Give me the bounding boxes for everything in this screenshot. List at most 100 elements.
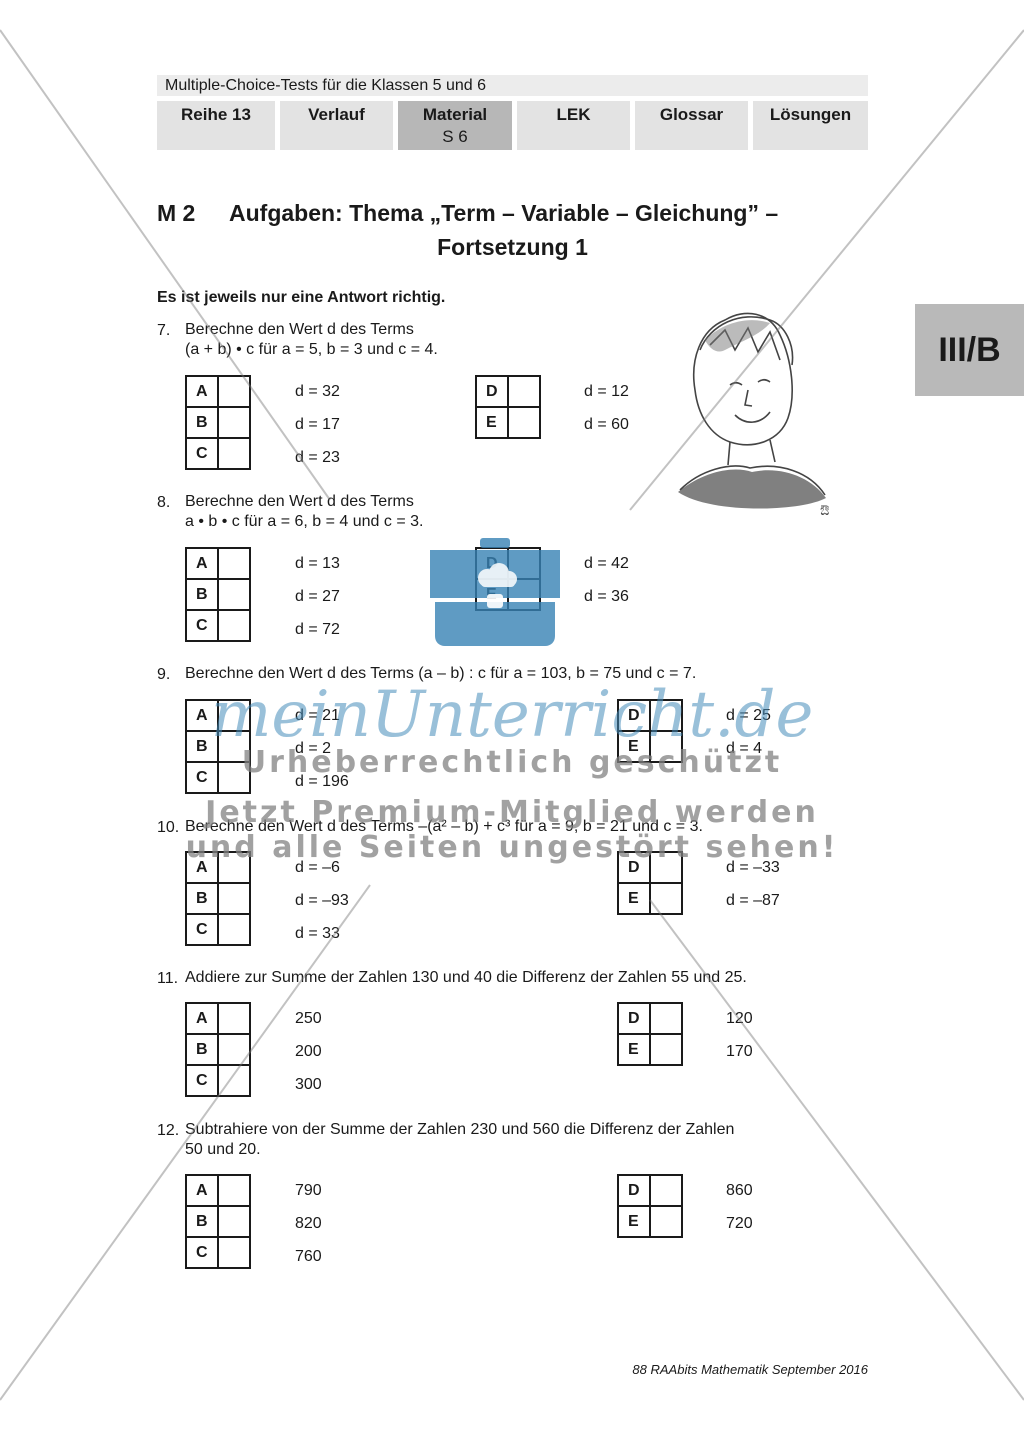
question-10-number: 10. — [157, 819, 180, 836]
option-8-c: d = 72 — [295, 621, 340, 638]
option-10-c: d = 33 — [295, 925, 340, 942]
checkbox-12-d[interactable] — [649, 1174, 683, 1207]
option-12-d: 860 — [726, 1182, 753, 1199]
checkbox-10-d[interactable] — [649, 851, 683, 884]
checkbox-12-e[interactable] — [649, 1205, 683, 1238]
checkbox-7-c[interactable] — [217, 437, 251, 470]
tab-material-page: S 6 — [442, 127, 468, 146]
checkbox-11-b[interactable] — [217, 1033, 251, 1066]
checkbox-7-d[interactable] — [507, 375, 541, 408]
checkbox-8-a[interactable] — [217, 547, 251, 580]
checkbox-9-d[interactable] — [649, 699, 683, 732]
question-10-text: Berechne den Wert d des Terms –(a² – b) … — [185, 818, 703, 835]
tab-glossar[interactable]: Glossar — [635, 101, 748, 150]
answer-grid-7-left: A B C — [185, 375, 251, 470]
question-11-number: 11. — [157, 970, 179, 987]
option-9-b: d = 2 — [295, 740, 332, 757]
option-9-a: d = 21 — [295, 707, 340, 724]
option-11-d: 120 — [726, 1010, 753, 1027]
question-12-text: Subtrahiere von der Summe der Zahlen 230… — [185, 1121, 735, 1158]
answer-grid-7-right: D E — [475, 375, 541, 439]
watermark-unlock: und alle Seiten ungestört sehen! — [185, 830, 839, 865]
title-line-1: Aufgaben: Thema „Term – Variable – Gleic… — [229, 200, 779, 226]
answer-grid-11-left: A B C — [185, 1002, 251, 1097]
tab-loesungen[interactable]: Lösungen — [753, 101, 868, 150]
question-9-number: 9. — [157, 666, 171, 683]
checkbox-8-b[interactable] — [217, 578, 251, 611]
checkbox-11-d[interactable] — [649, 1002, 683, 1035]
svg-text:ಔ: ಔ — [820, 503, 830, 519]
watermark-premium: Jetzt Premium-Mitglied werden — [205, 795, 819, 830]
question-11-text: Addiere zur Summe der Zahlen 130 und 40 … — [185, 969, 747, 986]
checkbox-12-b[interactable] — [217, 1205, 251, 1238]
option-12-c: 760 — [295, 1248, 322, 1265]
checkbox-10-e[interactable] — [649, 882, 683, 915]
question-7-number: 7. — [157, 322, 171, 339]
option-9-c: d = 196 — [295, 773, 349, 790]
option-10-b: d = –93 — [295, 892, 349, 909]
option-9-e: d = 4 — [726, 740, 763, 757]
option-9-d: d = 25 — [726, 707, 771, 724]
checkbox-7-e[interactable] — [507, 406, 541, 439]
question-8-number: 8. — [157, 494, 171, 511]
option-8-a: d = 13 — [295, 555, 340, 572]
question-7-text: Berechne den Wert d des Terms (a + b) • … — [185, 321, 438, 358]
answer-grid-9-left: A B C — [185, 699, 251, 794]
checkbox-11-c[interactable] — [217, 1064, 251, 1097]
tab-verlauf[interactable]: Verlauf — [280, 101, 393, 150]
checkbox-8-c[interactable] — [217, 609, 251, 642]
checkbox-11-e[interactable] — [649, 1033, 683, 1066]
option-10-e: d = –87 — [726, 892, 780, 909]
checkbox-10-c[interactable] — [217, 913, 251, 946]
question-8-text: Berechne den Wert d des Terms a • b • c … — [185, 493, 424, 530]
answer-grid-11-right: D E — [617, 1002, 683, 1066]
checkbox-9-c[interactable] — [217, 761, 251, 794]
material-code: M 2 — [157, 200, 196, 226]
question-9-text: Berechne den Wert d des Terms (a – b) : … — [185, 665, 697, 682]
checkbox-7-b[interactable] — [217, 406, 251, 439]
checkbox-10-b[interactable] — [217, 882, 251, 915]
checkbox-12-c[interactable] — [217, 1236, 251, 1269]
instruction: Es ist jeweils nur eine Antwort richtig. — [157, 289, 446, 306]
tab-lek[interactable]: LEK — [517, 101, 630, 150]
option-10-a: d = –6 — [295, 859, 340, 876]
page-footer: 88 RAAbits Mathematik September 2016 — [632, 1362, 868, 1377]
answer-grid-9-right: D E — [617, 699, 683, 763]
series-title: Multiple-Choice-Tests für die Klassen 5 … — [157, 75, 868, 96]
checkbox-9-a[interactable] — [217, 699, 251, 732]
option-7-b: d = 17 — [295, 416, 340, 433]
tab-reihe[interactable]: Reihe 13 — [157, 101, 275, 150]
watermark-copyright: Urheberrechtlich geschützt — [241, 745, 783, 780]
checkbox-12-a[interactable] — [217, 1174, 251, 1207]
checkbox-7-a[interactable] — [217, 375, 251, 408]
option-10-d: d = –33 — [726, 859, 780, 876]
boy-sketch-illustration: ಔ — [678, 312, 830, 519]
option-11-c: 300 — [295, 1076, 322, 1093]
title-line-2: Fortsetzung 1 — [437, 234, 588, 260]
watermark-brand: meinUnterricht.de — [210, 678, 814, 752]
chapter-tab: III/B — [915, 304, 1024, 396]
checkbox-11-a[interactable] — [217, 1002, 251, 1035]
option-11-b: 200 — [295, 1043, 322, 1060]
option-11-e: 170 — [726, 1043, 753, 1060]
checkbox-9-b[interactable] — [217, 730, 251, 763]
option-12-e: 720 — [726, 1215, 753, 1232]
answer-grid-10-left: A B C — [185, 851, 251, 946]
option-8-b: d = 27 — [295, 588, 340, 605]
option-7-a: d = 32 — [295, 383, 340, 400]
answer-grid-10-right: D E — [617, 851, 683, 915]
checkbox-10-a[interactable] — [217, 851, 251, 884]
answer-grid-8-left: A B C — [185, 547, 251, 642]
option-7-e: d = 60 — [584, 416, 629, 433]
satchel-icon — [430, 538, 560, 646]
checkbox-9-e[interactable] — [649, 730, 683, 763]
option-7-c: d = 23 — [295, 449, 340, 466]
answer-grid-12-right: D E — [617, 1174, 683, 1238]
option-12-b: 820 — [295, 1215, 322, 1232]
option-11-a: 250 — [295, 1010, 322, 1027]
option-12-a: 790 — [295, 1182, 322, 1199]
option-8-d: d = 42 — [584, 555, 629, 572]
option-7-d: d = 12 — [584, 383, 629, 400]
